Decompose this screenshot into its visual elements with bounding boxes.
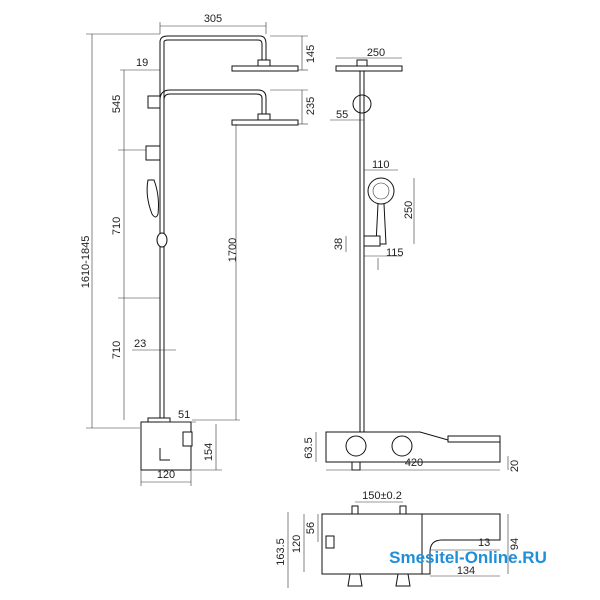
dim-holder-depth: 115: [386, 247, 404, 259]
top-rain-head: [231, 65, 299, 72]
dim-top-height-b: 56: [305, 522, 317, 534]
dim-panel-height: 63.5: [303, 437, 315, 458]
dim-panel-length: 420: [405, 457, 423, 469]
box-top: [147, 417, 171, 423]
panel-outlet: [351, 461, 361, 471]
dim-upper-span: 545: [111, 95, 123, 113]
dim-top-offset: 19: [136, 57, 148, 69]
dim-bar-offset: 23: [134, 338, 146, 350]
top-view-inlet-left: [351, 505, 359, 515]
slider: [156, 232, 168, 248]
dim-top-height-a: 120: [291, 535, 303, 553]
dim-box-width: 120: [157, 469, 175, 481]
dim-bar-length: 1700: [227, 238, 239, 262]
dim-shelf-height: 94: [509, 538, 521, 550]
side-rain-head: [335, 65, 403, 72]
dim-spacing: 150±0.2: [362, 490, 402, 502]
dim-panel-lip: 20: [509, 460, 521, 472]
panel-knob-left: [345, 435, 367, 457]
front-view: 1610-1845 305 145 235 19 545 710 710 170…: [80, 13, 317, 486]
dim-shelf-width: 134: [457, 565, 475, 577]
top-arm-inner: [163, 39, 263, 60]
dim-top-depth: 163.5: [275, 538, 287, 566]
outlet: [159, 448, 170, 461]
hand-shower-face: [367, 177, 395, 205]
dim-side-offset: 55: [336, 109, 348, 121]
second-arm: [159, 89, 267, 114]
dim-lower-head: 235: [305, 97, 317, 115]
dim-lower-span: 710: [111, 341, 123, 359]
dim-box-height: 154: [203, 443, 215, 461]
panel-shelf: [447, 435, 501, 443]
top-head-joint: [257, 59, 271, 67]
upper-bracket: [147, 95, 161, 109]
top-view: 150±0.2 163.5 120 56 13 94 134: [275, 490, 521, 588]
top-arm: [159, 35, 267, 60]
lower-bracket: [145, 145, 161, 161]
top-view-shelf: [421, 513, 501, 575]
dim-holder-height: 38: [333, 238, 345, 250]
second-head-joint: [257, 113, 271, 121]
dim-hand-width: 110: [372, 159, 390, 171]
second-rain-head: [231, 119, 299, 126]
dim-total: 1610-1845: [80, 236, 92, 289]
dim-box-offset: 51: [178, 409, 190, 421]
holder: [363, 235, 381, 247]
side-bracket: [352, 94, 372, 114]
side-head-joint: [356, 59, 368, 67]
knob: [182, 431, 193, 447]
dim-mid-span: 710: [111, 217, 123, 235]
hand-shower: [146, 179, 159, 218]
panel-view: 63.5 420 20: [303, 431, 521, 472]
dim-shelf-gap: 13: [478, 537, 490, 549]
top-view-tab: [325, 535, 335, 549]
dim-side-head: 250: [367, 47, 385, 59]
top-view-inlet-right: [399, 505, 407, 515]
side-view: 250 55 110 250 38 115: [330, 47, 415, 432]
top-view-foot-left: [347, 573, 363, 587]
panel-knob-right: [391, 435, 413, 457]
dim-top-head: 145: [305, 45, 317, 63]
watermark: Smesitel-Online.RU: [389, 548, 547, 567]
hand-shower-handle: [375, 203, 387, 245]
top-view-body: [321, 513, 423, 575]
hand-shower-inner: [372, 182, 390, 200]
dim-hand-length: 250: [403, 201, 415, 219]
dim-top-width: 305: [204, 13, 222, 25]
second-arm-inner: [163, 93, 263, 114]
top-view-foot-right: [395, 573, 411, 587]
